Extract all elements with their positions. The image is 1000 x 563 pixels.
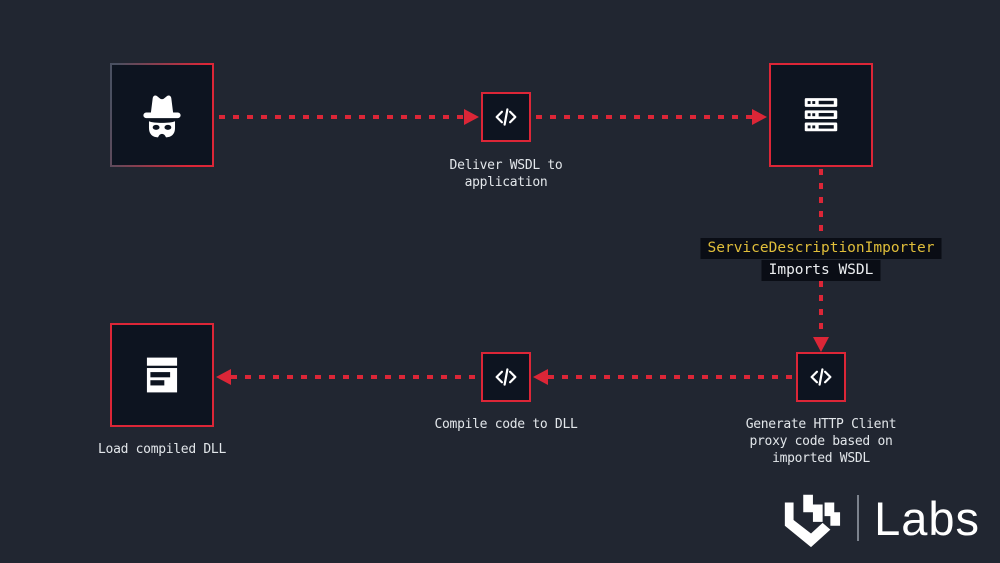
logo-text: Labs	[874, 491, 980, 545]
logo-divider	[857, 495, 860, 541]
caption-load: Load compiled DLL	[98, 442, 226, 457]
caption-compile: Compile code to DLL	[434, 417, 578, 432]
server-icon	[792, 86, 850, 144]
importer-annotation: ServiceDescriptionImporter Imports WSDL	[700, 238, 942, 281]
arrowhead-down-icon	[813, 337, 829, 352]
code-icon	[807, 363, 835, 391]
brand-logo: Labs	[780, 487, 980, 549]
deliver-step-node	[481, 92, 531, 142]
load-dll-node	[110, 323, 214, 427]
compile-step-node	[481, 352, 531, 402]
arrowhead-left-icon	[533, 369, 548, 385]
code-icon	[492, 103, 520, 131]
arrowhead-right-icon	[464, 109, 479, 125]
edge-compile-to-load	[231, 375, 477, 379]
arrowhead-right-icon	[752, 109, 767, 125]
edge-generate-to-compile	[548, 375, 794, 379]
code-icon	[492, 363, 520, 391]
importer-action-label: Imports WSDL	[761, 260, 881, 281]
edge-attacker-to-deliver	[219, 115, 464, 119]
spy-icon	[131, 84, 193, 146]
server-node	[769, 63, 873, 167]
attacker-node	[110, 63, 214, 167]
importer-class-label: ServiceDescriptionImporter	[700, 238, 942, 259]
edge-deliver-to-server	[536, 115, 752, 119]
caption-generate: Generate HTTP Client proxy code based on…	[745, 417, 897, 466]
generate-step-node	[796, 352, 846, 402]
arrowhead-left-icon	[216, 369, 231, 385]
caption-deliver: Deliver WSDL to application	[449, 158, 563, 190]
dll-icon	[133, 346, 191, 404]
brand-logo-icon	[780, 487, 842, 549]
